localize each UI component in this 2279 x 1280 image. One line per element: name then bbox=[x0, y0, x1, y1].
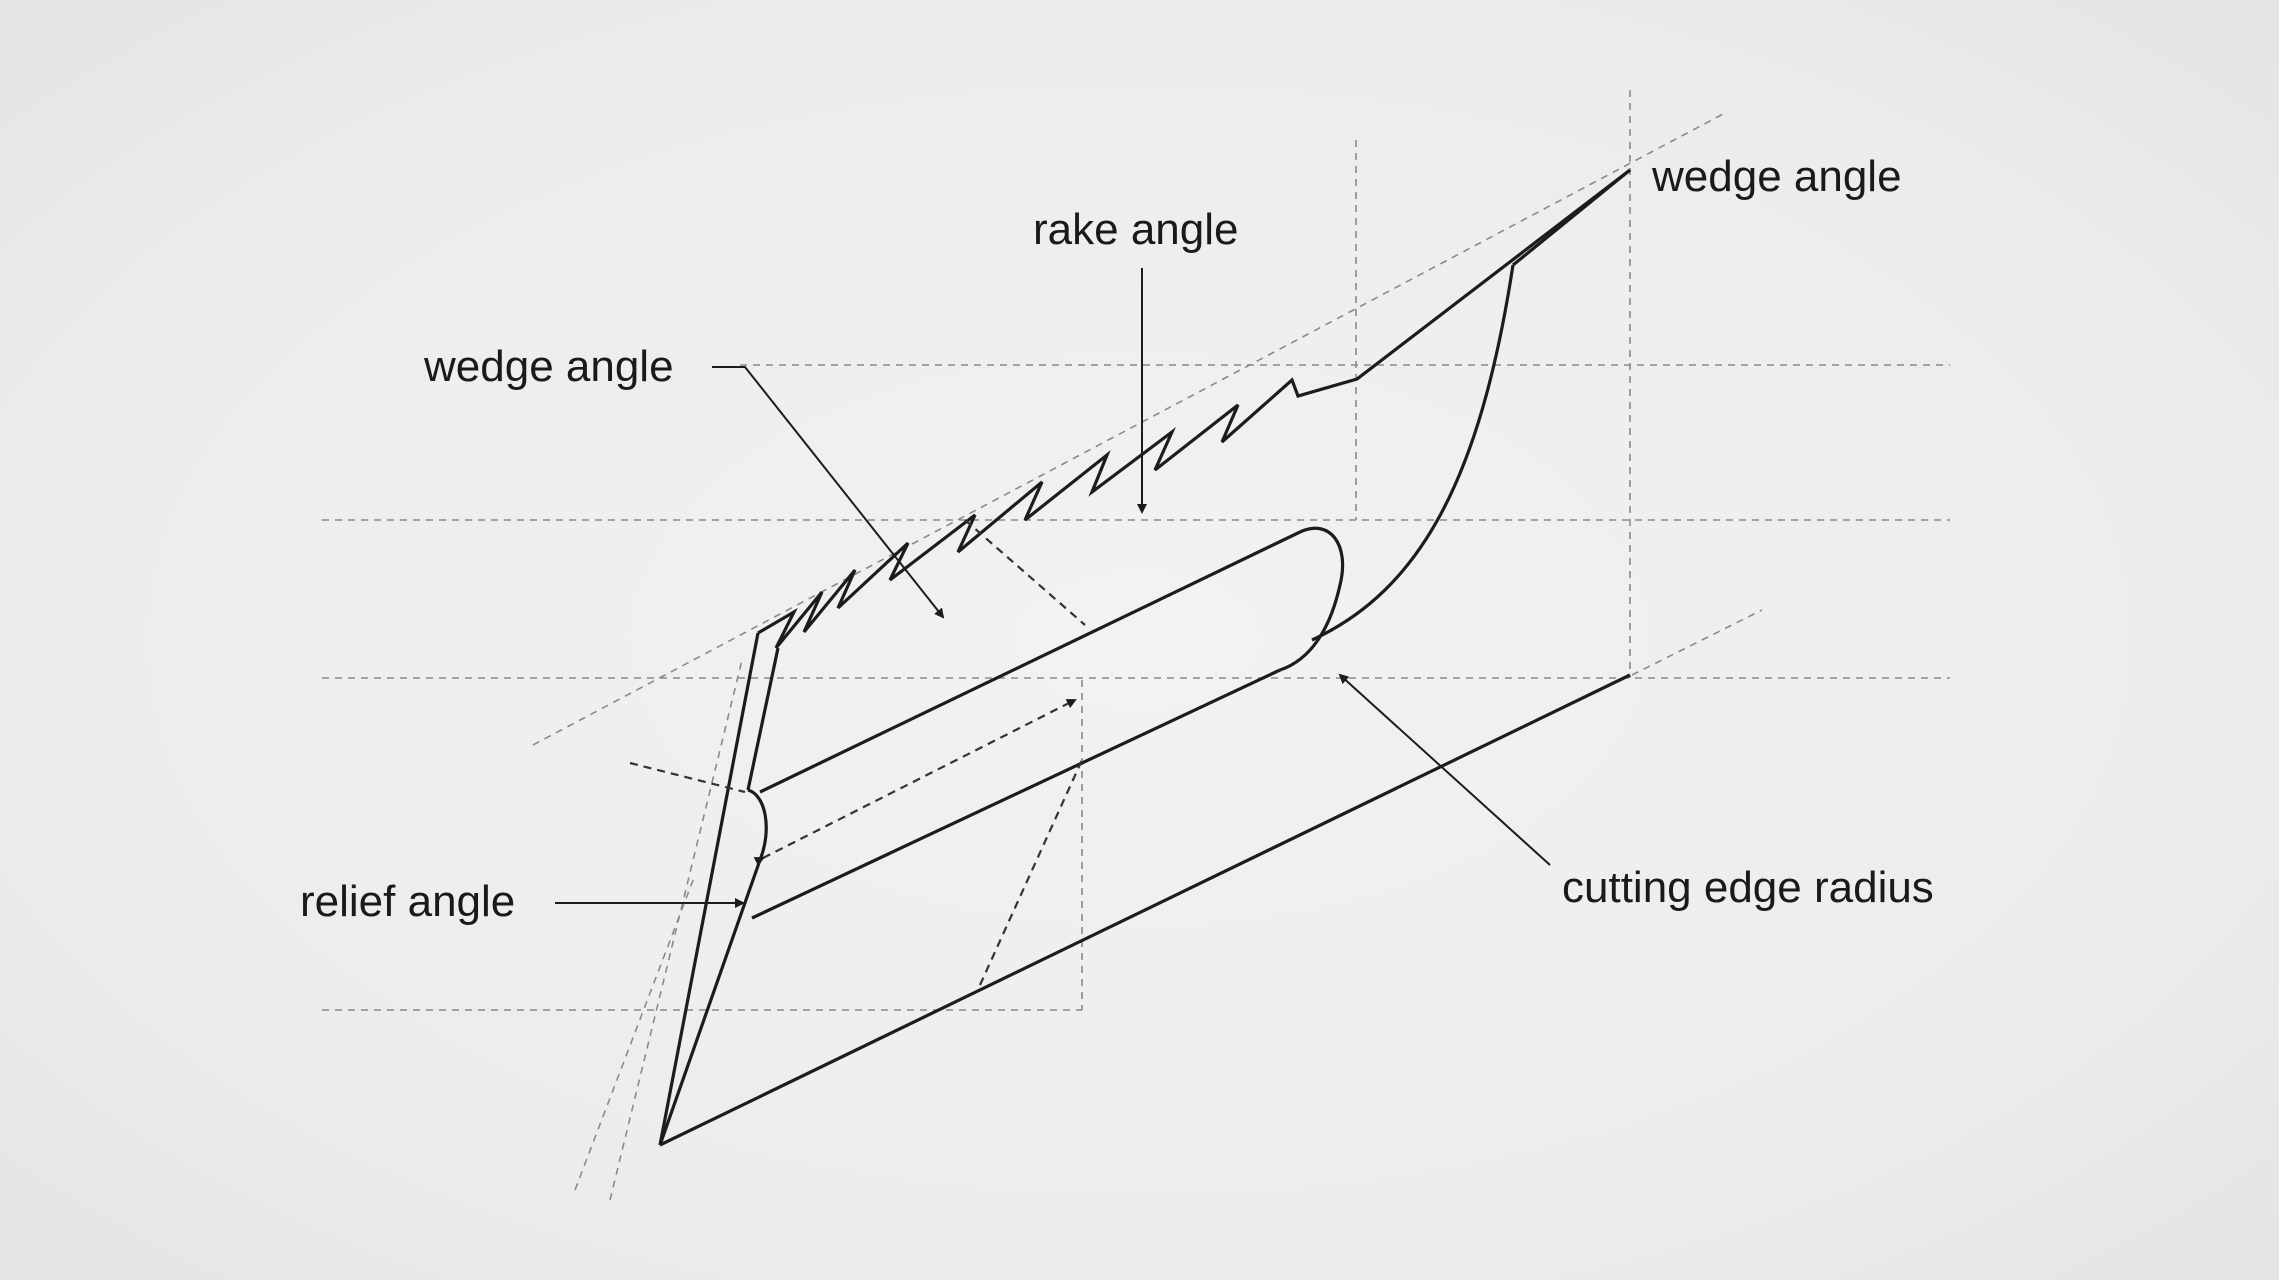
construction-lines-horizontal bbox=[322, 364, 1950, 1011]
construction-lines-vertical bbox=[1081, 90, 1631, 1010]
leader-cutting-edge-radius bbox=[1338, 673, 1551, 866]
label-rake-angle: rake angle bbox=[1033, 205, 1239, 254]
tool-outline bbox=[658, 168, 1632, 1147]
label-wedge-angle-left: wedge angle bbox=[424, 342, 674, 391]
construction-lines-diagonal bbox=[532, 112, 1763, 1201]
internal-dashed-lines bbox=[629, 519, 1086, 986]
serrated-rake-face bbox=[757, 168, 1631, 650]
leader-lines bbox=[555, 268, 1551, 908]
label-wedge-angle-top: wedge angle bbox=[1652, 152, 1902, 201]
label-relief-angle: relief angle bbox=[300, 877, 516, 926]
leader-wedge-angle-left bbox=[712, 366, 945, 619]
label-cutting-edge-radius: cutting edge radius bbox=[1562, 863, 1934, 912]
